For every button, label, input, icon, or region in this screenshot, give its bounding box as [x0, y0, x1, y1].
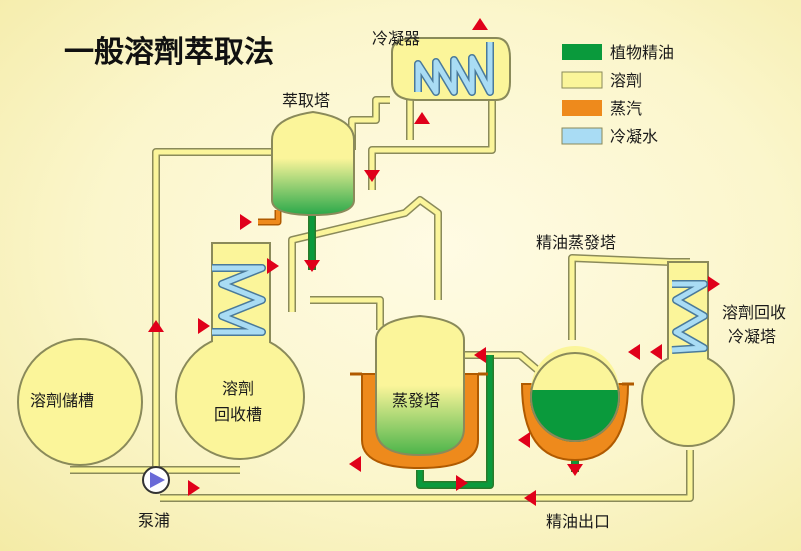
- label-oil-outlet: 精油出口: [546, 512, 610, 531]
- oil-evaporation-tower: [520, 346, 634, 462]
- label-recovery-tank-1: 溶劑: [222, 379, 254, 398]
- flow-arrows: [148, 18, 720, 506]
- label-recovery-condenser-1: 溶劑回收: [722, 303, 786, 322]
- extraction-tower: [271, 110, 355, 217]
- pump: [142, 466, 170, 494]
- label-pump: 泵浦: [138, 511, 170, 530]
- legend-label-steam: 蒸汽: [610, 99, 642, 118]
- label-oil-evaporation-tower: 精油蒸發塔: [536, 233, 616, 252]
- condenser: [391, 37, 511, 101]
- diagram-title: 一般溶劑萃取法: [64, 35, 274, 70]
- legend-swatch-oil: [562, 44, 602, 60]
- legend-swatch-cooling-water: [561, 127, 603, 145]
- label-extraction-tower: 萃取塔: [282, 91, 330, 110]
- label-recovery-condenser-2: 冷凝塔: [728, 327, 776, 346]
- legend-swatch-solvent: [561, 71, 603, 89]
- legend-item-solvent: 溶劑: [561, 71, 642, 90]
- legend-item-cooling-water: 冷凝水: [561, 127, 658, 146]
- solvent-storage-tank: [17, 338, 143, 466]
- legend-label-solvent: 溶劑: [610, 71, 642, 90]
- solvent-recovery-condenser: [641, 261, 735, 447]
- legend-label-cooling-water: 冷凝水: [610, 127, 658, 146]
- legend-item-steam: 蒸汽: [562, 99, 642, 118]
- legend-item-oil: 植物精油: [562, 43, 674, 62]
- recovery-tank-coil: [212, 264, 266, 336]
- legend-label-oil: 植物精油: [610, 43, 674, 62]
- legend-swatch-steam: [562, 100, 602, 116]
- label-recovery-tank-2: 回收槽: [214, 405, 262, 424]
- label-evaporation-tower: 蒸發塔: [392, 391, 440, 410]
- label-condenser: 冷凝器: [372, 29, 420, 48]
- evaporation-tower: [350, 314, 488, 470]
- legend: 植物精油 溶劑 蒸汽 冷凝水: [561, 43, 674, 146]
- label-solvent-tank: 溶劑儲槽: [30, 391, 94, 410]
